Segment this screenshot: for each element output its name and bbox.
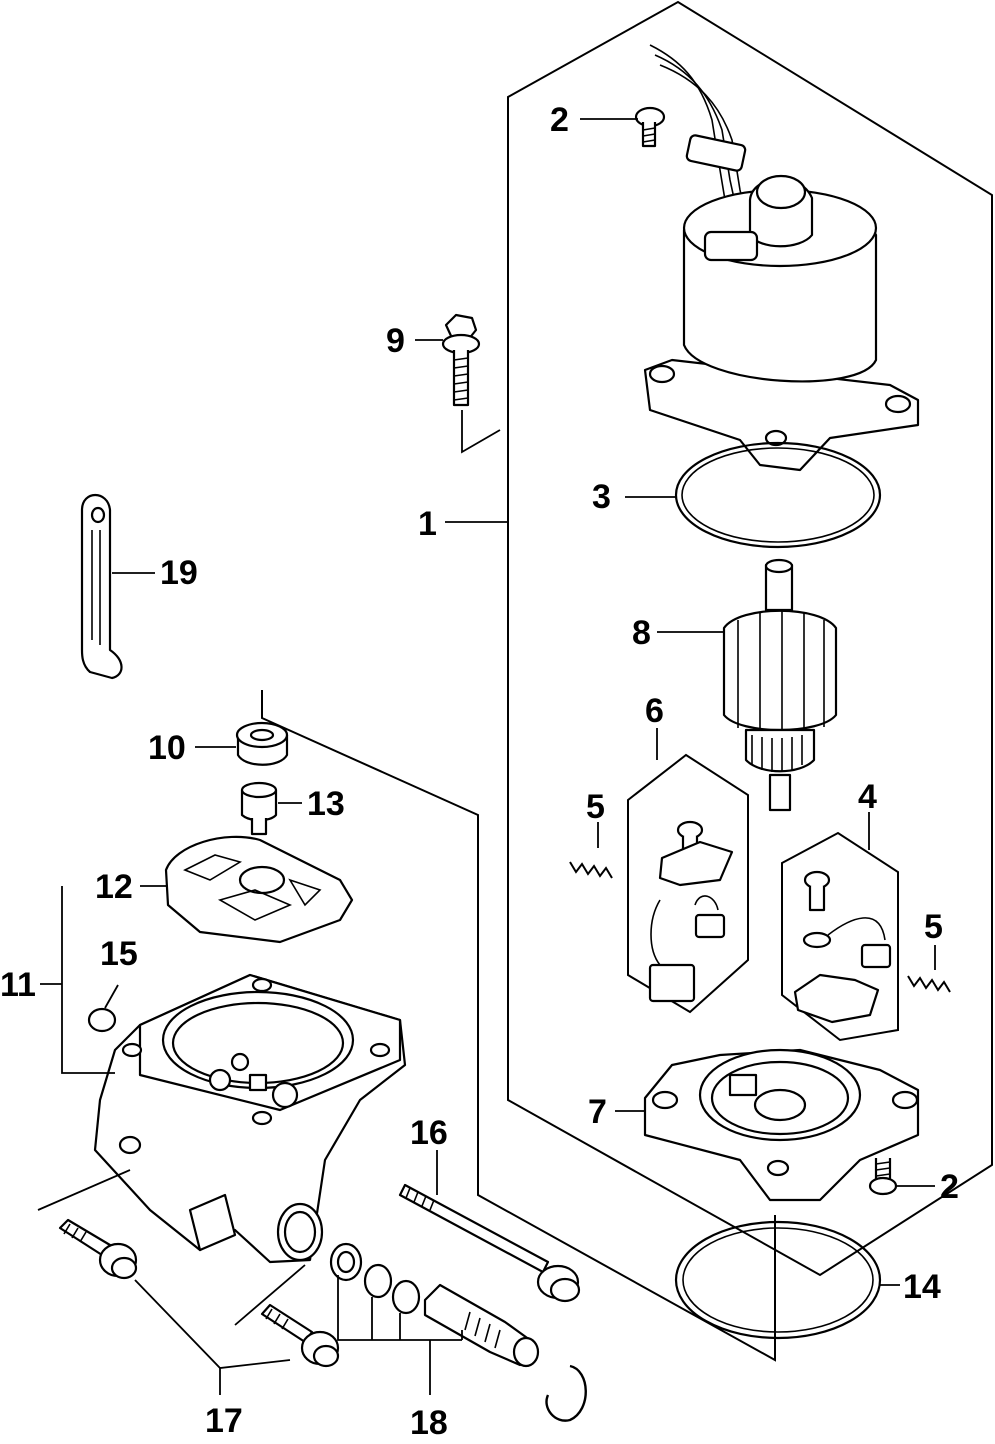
callout-7: 7: [588, 1093, 607, 1131]
callout-18: 18: [410, 1404, 448, 1442]
cap-10: [235, 721, 289, 766]
motor-end-cap: [643, 1048, 920, 1202]
callout-11: 11: [0, 966, 36, 1004]
callout-2-bottom: 2: [940, 1168, 959, 1206]
callout-19: 19: [160, 554, 198, 592]
callout-9: 9: [386, 322, 405, 360]
callout-2-top: 2: [550, 101, 569, 139]
snap-ring: [545, 1364, 587, 1422]
callout-14: 14: [903, 1268, 941, 1306]
spring-left: [569, 861, 613, 879]
pump-assembly-frame: [261, 690, 776, 1362]
callout-4: 4: [858, 778, 877, 816]
brush-holder-4: [781, 831, 899, 1042]
o-ring-pump: [674, 1220, 882, 1340]
valve-spool: [423, 1283, 540, 1368]
valve-o-ring-2: [391, 1279, 421, 1315]
callout-17: 17: [205, 1402, 243, 1440]
callout-1: 1: [418, 505, 437, 543]
o-ring-motor: [674, 441, 882, 549]
strap-19: [80, 494, 123, 680]
callout-5-right: 5: [924, 908, 943, 946]
plate-12: [164, 835, 354, 944]
bolt-16: [398, 1183, 581, 1303]
bolt-17-lower: [260, 1303, 340, 1368]
callout-10: 10: [148, 729, 186, 767]
leader-lines: [37, 118, 936, 1395]
valve-o-ring-1: [363, 1263, 393, 1299]
callout-6: 6: [645, 692, 664, 730]
brush-holder-6: [627, 753, 749, 1014]
callout-8: 8: [632, 614, 651, 652]
screw-bottom: [868, 1158, 898, 1196]
motor-assembly-frame: [507, 0, 993, 1277]
callout-5-left: 5: [586, 788, 605, 826]
screw-top: [634, 106, 666, 148]
bolt-9: [441, 313, 481, 407]
callout-15: 15: [100, 935, 138, 973]
armature: [722, 558, 838, 812]
pin-13: [240, 781, 278, 836]
o-ring-15: [87, 1007, 117, 1033]
bolt-17-upper: [58, 1218, 138, 1280]
valve-washer: [329, 1242, 363, 1282]
callout-3: 3: [592, 478, 611, 516]
callout-13: 13: [307, 785, 345, 823]
motor-housing: [643, 44, 920, 472]
pump-body: [93, 973, 407, 1264]
callout-16: 16: [410, 1114, 448, 1152]
spring-right: [907, 975, 951, 993]
callout-12: 12: [95, 868, 133, 906]
